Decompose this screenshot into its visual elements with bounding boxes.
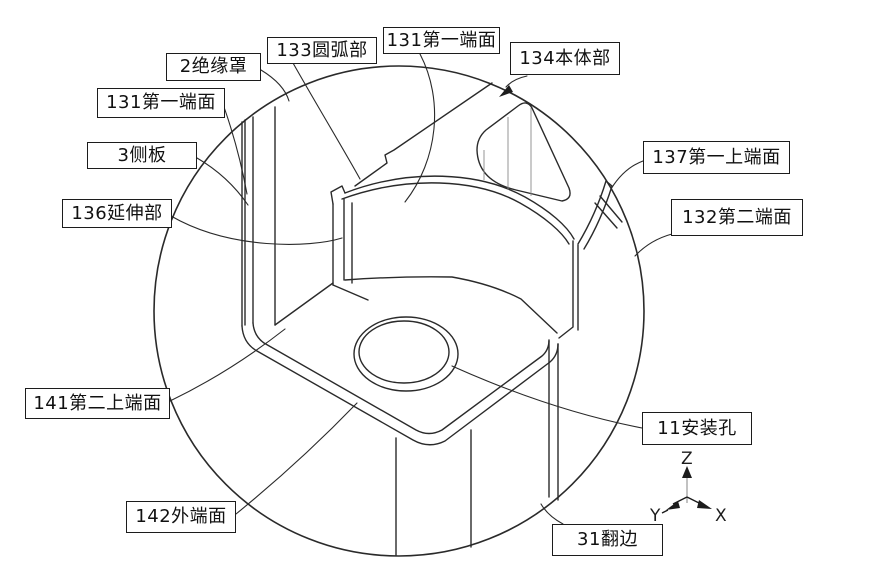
flange-edges bbox=[548, 340, 559, 501]
wall-left-edge bbox=[332, 198, 353, 286]
leader-133 bbox=[292, 62, 361, 180]
wall-notch bbox=[330, 185, 346, 205]
z-axis-label: Z bbox=[681, 449, 693, 469]
label-141-second-upper-end-face: 141第二上端面 bbox=[25, 388, 170, 419]
arrow-134 bbox=[499, 85, 513, 97]
leader-3 bbox=[196, 157, 249, 206]
leader-141 bbox=[169, 328, 286, 402]
label-134-body-portion: 134本体部 bbox=[510, 42, 620, 75]
body-top-edge bbox=[354, 82, 493, 187]
second-end-face-edge bbox=[594, 195, 623, 229]
label-133-arc-portion: 133圆弧部 bbox=[267, 37, 377, 64]
label-2-insulating-cover: 2绝缘罩 bbox=[166, 53, 261, 81]
label-137-first-upper-end-face: 137第一上端面 bbox=[643, 141, 790, 174]
z-axis-arrowhead bbox=[682, 466, 692, 478]
leader-142 bbox=[235, 402, 358, 515]
platform-outer-band bbox=[241, 322, 559, 446]
leader-136 bbox=[170, 215, 343, 245]
label-136-extension-portion: 136延伸部 bbox=[62, 199, 172, 228]
x-axis-label: X bbox=[715, 506, 727, 526]
upper-end-face-rim bbox=[577, 180, 613, 250]
mounting-hole-outer bbox=[353, 316, 459, 392]
label-3-side-plate: 3侧板 bbox=[87, 142, 197, 169]
x-axis-arrowhead bbox=[697, 500, 712, 509]
hatch-lines bbox=[483, 108, 532, 196]
mounting-hole-inner bbox=[358, 320, 450, 384]
label-131-first-end-face-left: 131第一端面 bbox=[97, 88, 225, 118]
leader-137 bbox=[610, 160, 644, 190]
leader-132 bbox=[634, 233, 673, 257]
platform-top-edge bbox=[274, 282, 334, 326]
leader-31 bbox=[540, 503, 564, 525]
detail-view-circle bbox=[153, 65, 645, 557]
label-132-second-end-face: 132第二端面 bbox=[671, 199, 803, 236]
leader-131-top bbox=[404, 53, 436, 203]
lower-vertical-edges bbox=[395, 429, 472, 556]
label-11-mounting-hole: 11安装孔 bbox=[642, 412, 752, 445]
leader-2 bbox=[260, 69, 290, 102]
leader-134 bbox=[505, 75, 528, 88]
label-131-first-end-face-top: 131第一端面 bbox=[383, 27, 500, 54]
y-axis-arrowhead bbox=[666, 501, 680, 510]
wall-top-arc bbox=[341, 175, 575, 245]
leader-11 bbox=[451, 365, 643, 429]
side-plate-edges bbox=[241, 106, 276, 327]
wall-bottom-edges bbox=[332, 276, 558, 334]
body-opening bbox=[476, 102, 571, 202]
label-142-outer-end-face: 142外端面 bbox=[126, 501, 236, 533]
axis-triad bbox=[661, 466, 712, 514]
y-axis-label: Y bbox=[650, 506, 661, 526]
wall-right-edge bbox=[558, 240, 579, 339]
leader-131-left bbox=[223, 106, 248, 195]
label-31-flange: 31翻边 bbox=[552, 524, 663, 556]
